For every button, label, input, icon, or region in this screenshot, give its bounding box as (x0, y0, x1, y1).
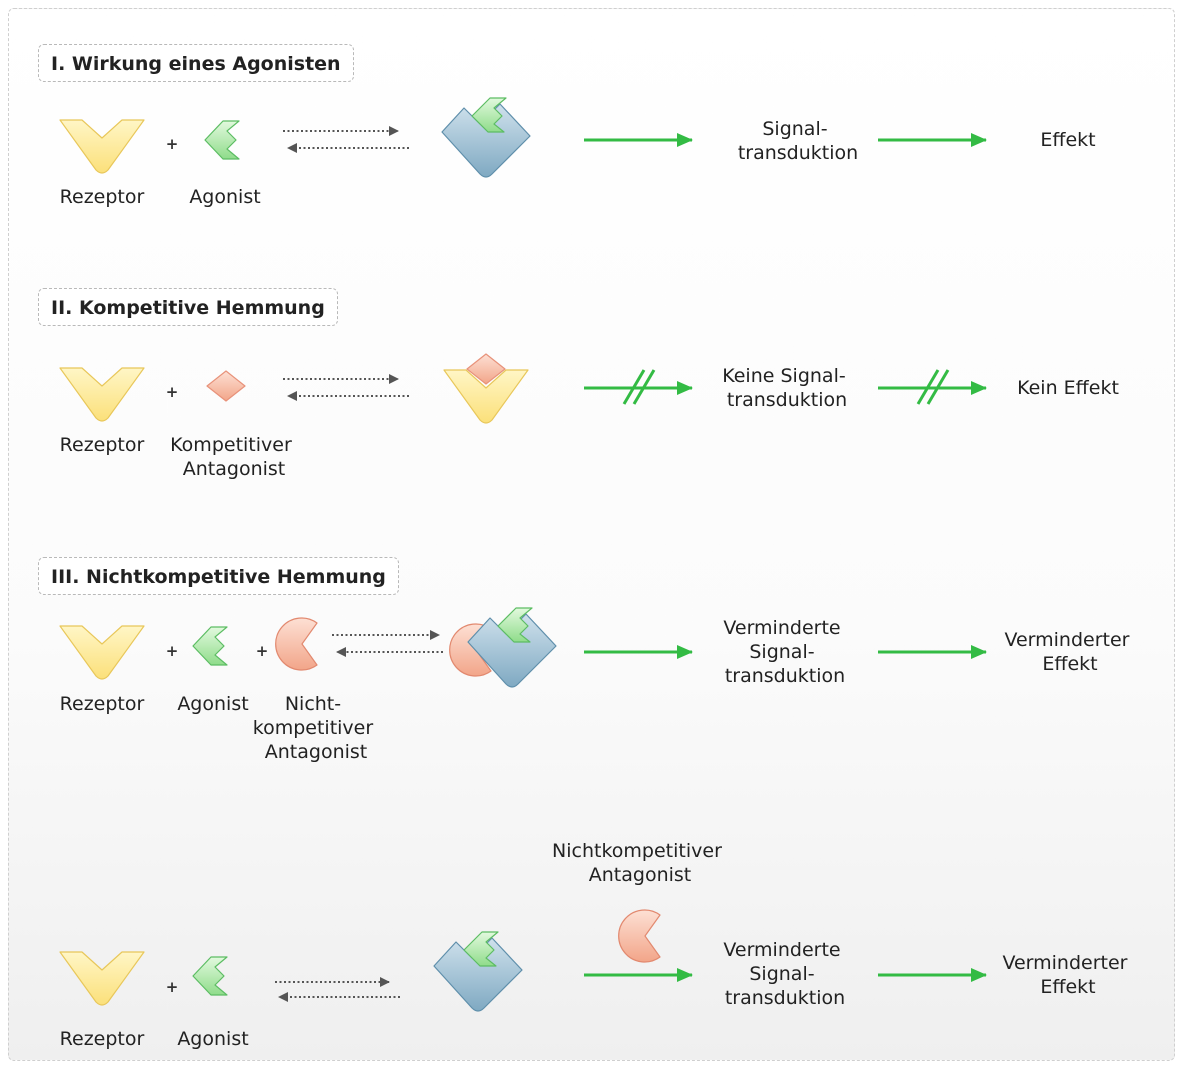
equilibrium-arrows-icon (283, 374, 409, 401)
section-1-title: I. Wirkung eines Agonisten (38, 44, 354, 82)
effect-label: Verminderter Effekt (1002, 952, 1133, 998)
agonist-icon (204, 120, 240, 160)
receptor-icon (59, 119, 145, 174)
receptor-icon (59, 951, 145, 1006)
agonist-label: Agonist (189, 186, 260, 208)
plus-sign: + (166, 383, 179, 401)
section-3-title: III. Nichtkompetitive Hemmung (38, 557, 399, 595)
effect-label: Kein Effekt (1017, 377, 1119, 399)
receptor-label: Rezeptor (60, 693, 145, 715)
plus-sign: + (256, 642, 269, 660)
equilibrium-arrows-icon (275, 977, 400, 1002)
noncompetitive-antagonist-icon (275, 617, 318, 671)
blocked-arrow-icon (878, 369, 987, 405)
equilibrium-arrows-icon (332, 630, 443, 657)
section-4-row: + Nichtkompetitiver Antagonist Rezeptor … (59, 840, 1133, 1050)
section-2-row: + Rezeptor Kompetitiver Antagonist Keine… (59, 353, 1119, 480)
agonist-icon (192, 626, 228, 666)
agonist-label: Agonist (177, 1028, 248, 1050)
effect-label: Effekt (1040, 129, 1095, 151)
blocked-arrow-icon (584, 369, 693, 405)
agonist-label: Agonist (177, 693, 248, 715)
effect-label: Verminderter Effekt (1004, 629, 1135, 675)
receptor-icon (59, 367, 145, 422)
section-1-row: + Rezeptor Agonist Signal- transduktion … (59, 97, 1096, 208)
signal-label: Verminderte Signal- transduktion (723, 617, 846, 687)
receptor-complex-icon (441, 97, 531, 178)
noncompetitive-antagonist-icon (618, 909, 661, 963)
section-2-title: II. Kompetitive Hemmung (38, 288, 338, 326)
receptor-icon (59, 625, 145, 680)
equilibrium-arrows-icon (283, 126, 409, 153)
inhibited-receptor-complex-icon (449, 607, 557, 688)
receptor-label: Rezeptor (60, 1028, 145, 1050)
section-3-row: + + Rezeptor Agonist Nicht- kompetitiver… (59, 607, 1135, 763)
signal-label: Signal- transduktion (738, 118, 858, 164)
plus-sign: + (166, 978, 179, 996)
plus-sign: + (166, 135, 179, 153)
receptor-complex-icon (433, 931, 523, 1012)
competitive-antagonist-label: Kompetitiver Antagonist (170, 434, 298, 480)
receptor-label: Rezeptor (60, 186, 145, 208)
noncompetitive-antagonist-label: Nichtkompetitiver Antagonist (552, 840, 728, 886)
agonist-icon (192, 956, 228, 996)
diagram-frame (8, 8, 1175, 1061)
plus-sign: + (166, 642, 179, 660)
receptor-label: Rezeptor (60, 434, 145, 456)
signal-label: Keine Signal- transduktion (722, 365, 852, 411)
blocked-receptor-complex-icon (443, 353, 529, 424)
signal-label: Verminderte Signal- transduktion (723, 939, 846, 1009)
noncompetitive-antagonist-label: Nicht- kompetitiver Antagonist (253, 693, 379, 763)
competitive-antagonist-icon (206, 370, 246, 402)
